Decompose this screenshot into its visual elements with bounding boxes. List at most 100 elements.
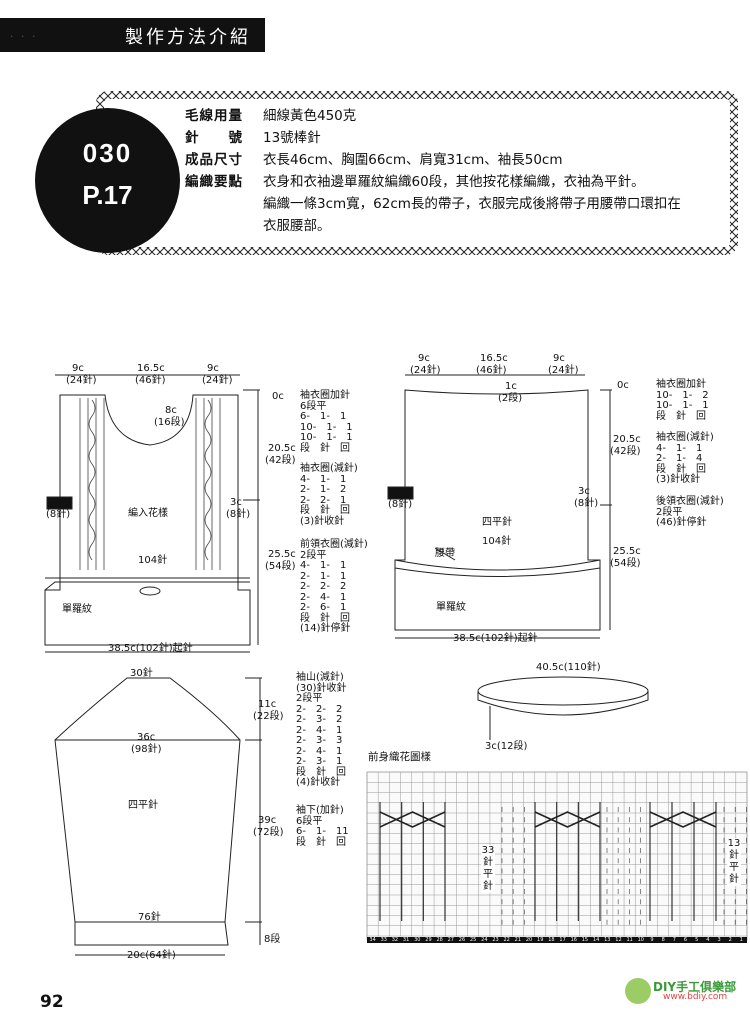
spec-value: 衣服腰部。 bbox=[263, 218, 331, 234]
belt-ring-body bbox=[477, 691, 649, 716]
pattern-number: 030 bbox=[82, 138, 133, 168]
chart-axis-tick: 29 bbox=[425, 937, 432, 943]
back-dim: (24針) bbox=[410, 365, 441, 376]
page-number: 92 bbox=[40, 992, 64, 1012]
front-dim: (8針) bbox=[226, 509, 251, 520]
chart-axis-tick: 4 bbox=[706, 937, 710, 943]
chart-axis-tick: 33 bbox=[380, 937, 387, 943]
spec-key: 成品尺寸 bbox=[185, 152, 243, 168]
spec-key: 毛線用量 bbox=[185, 108, 243, 124]
back-dim: (46針) bbox=[476, 365, 507, 376]
front-dim: (8針) bbox=[46, 509, 71, 520]
chart-mid-label-char: 針 bbox=[483, 857, 493, 868]
chart-axis-tick: 30 bbox=[414, 937, 421, 943]
back-dim: 9c bbox=[553, 353, 565, 364]
chart-axis-tick: 12 bbox=[615, 937, 622, 943]
spec-value: 衣長46cm、胸圍66cm、肩寬31cm、袖長50cm bbox=[263, 152, 563, 168]
sleeve-dim: 36c bbox=[137, 732, 156, 743]
spec-key: 針 號 bbox=[185, 130, 243, 146]
back-piece-outline bbox=[394, 389, 601, 631]
chart-mid-label-char: 針 bbox=[483, 881, 493, 892]
spec-value: 細線黃色450克 bbox=[263, 108, 357, 124]
chart-axis-tick: 11 bbox=[626, 937, 633, 943]
chart-axis-tick: 3 bbox=[717, 937, 721, 943]
chart-axis-tick: 6 bbox=[683, 937, 688, 943]
sleeve-instruction-underarm: 袖下(加針) 6段平 6- 1- 11 段 針 回 bbox=[296, 805, 349, 848]
front-instruction-armhole-inc: 袖衣圈加針 6段平 6- 1- 1 10- 1- 1 10- 1- 1 段 針 … bbox=[300, 390, 353, 454]
belt-ring-height: 3c(12段) bbox=[485, 741, 528, 752]
front-dim: (24針) bbox=[202, 375, 233, 386]
cable-cross-mark bbox=[534, 811, 601, 828]
chart-axis-tick: 9 bbox=[650, 937, 654, 943]
sleeve-dim: (98針) bbox=[131, 744, 162, 755]
back-dim: 3c bbox=[578, 486, 590, 497]
back-dim: 9c bbox=[418, 353, 430, 364]
front-marker-left bbox=[46, 496, 73, 510]
back-dim: 0c bbox=[617, 380, 629, 391]
page-reference: P.17 bbox=[82, 180, 133, 210]
back-dim: 25.5c bbox=[613, 546, 641, 557]
chart-right-label-char: 13 bbox=[727, 838, 741, 849]
front-dim: (42段) bbox=[265, 455, 296, 466]
cable-cross-mark bbox=[379, 811, 446, 828]
sleeve-body-label: 四平針 bbox=[128, 800, 158, 811]
back-dim: 20.5c bbox=[613, 434, 641, 445]
front-dim: 9c bbox=[207, 363, 219, 374]
chart-axis-tick: 32 bbox=[391, 937, 399, 943]
back-instruction-armhole-inc: 袖衣圈加針 10- 1- 2 10- 1- 1 段 針 回 bbox=[656, 379, 709, 422]
chart-axis-tick: 1 bbox=[739, 937, 743, 943]
back-dim: (8針) bbox=[574, 498, 599, 509]
front-stitches: 104針 bbox=[138, 555, 168, 566]
spec-value: 衣身和衣袖邊單羅紋編織60段，其他按花樣編織，衣袖為平針。 bbox=[263, 174, 645, 190]
chart-axis-tick: 26 bbox=[458, 937, 466, 943]
back-body-label: 四平針 bbox=[482, 517, 512, 528]
chart-axis-tick: 25 bbox=[469, 937, 477, 943]
front-dim: 3c bbox=[230, 497, 242, 508]
back-dim: (8針) bbox=[388, 499, 413, 510]
chart-axis-tick: 31 bbox=[402, 937, 410, 943]
chart-mid-label-char: 33 bbox=[481, 845, 495, 856]
front-dim: 25.5c bbox=[268, 549, 296, 560]
chapter-header-bar: · · · 製作方法介紹 bbox=[0, 18, 265, 52]
back-rib-label: 單羅紋 bbox=[436, 602, 466, 613]
chart-axis-tick: 8 bbox=[661, 937, 665, 943]
back-stitches: 104針 bbox=[482, 536, 512, 547]
back-dim: (54段) bbox=[610, 558, 641, 569]
front-dim: 16.5c bbox=[137, 363, 165, 374]
chart-axis-tick: 15 bbox=[581, 937, 589, 943]
chart-axis-tick: 23 bbox=[492, 937, 499, 943]
logo-icon bbox=[625, 978, 651, 1004]
back-dim: 16.5c bbox=[480, 353, 508, 364]
front-dim: (54段) bbox=[265, 561, 296, 572]
chart-axis-tick: 22 bbox=[503, 937, 510, 943]
header-ornament: · · · bbox=[10, 30, 38, 43]
sleeve-cast-on: 20c(64針) bbox=[127, 950, 176, 961]
chart-axis-tick: 5 bbox=[695, 937, 699, 943]
sleeve-instruction-cap: 袖山(減針) (30)針收針 2段平 2- 2- 2 2- 3- 2 2- 4-… bbox=[296, 672, 347, 788]
chart-axis-tick: 14 bbox=[592, 937, 600, 943]
front-dim: (24針) bbox=[66, 375, 97, 386]
chart-axis-tick: 34 bbox=[369, 937, 376, 943]
watermark-logo: DIY手工俱樂部 www.bdiy.com bbox=[625, 978, 745, 1008]
chapter-title: 製作方法介紹 bbox=[125, 27, 251, 48]
spec-value: 13號棒針 bbox=[263, 130, 321, 146]
sleeve-cuff-rows: 8段 bbox=[264, 934, 281, 945]
chart-axis-tick: 19 bbox=[537, 937, 544, 943]
back-instruction-neck-dec: 後領衣圈(減針) 2段平 (46)針停針 bbox=[656, 496, 724, 528]
chart-axis-tick: 17 bbox=[559, 937, 566, 943]
sleeve-bottom-stitches: 76針 bbox=[138, 912, 161, 923]
chart-title: 前身織花圖樣 bbox=[368, 751, 431, 763]
sleeve-dim: 11c bbox=[258, 699, 277, 710]
front-dim: (16段) bbox=[154, 417, 185, 428]
chart-axis-tick: 21 bbox=[514, 937, 522, 943]
chart-mid-label-char: 平 bbox=[483, 869, 493, 880]
front-instruction-neck-dec: 前領衣圈(減針) 2段平 4- 1- 1 2- 1- 1 2- 2- 2 2- … bbox=[300, 539, 368, 634]
front-dim: 0c bbox=[272, 391, 284, 402]
front-cast-on: 38.5c(102針)起針 bbox=[108, 643, 193, 654]
logo-text: DIY手工俱樂部 bbox=[653, 980, 737, 994]
spec-value: 編織一條3cm寬，62cm長的帶子，衣服完成後將帶子用腰帶口環扣在 bbox=[263, 196, 681, 212]
logo-url: www.bdiy.com bbox=[663, 992, 728, 1002]
